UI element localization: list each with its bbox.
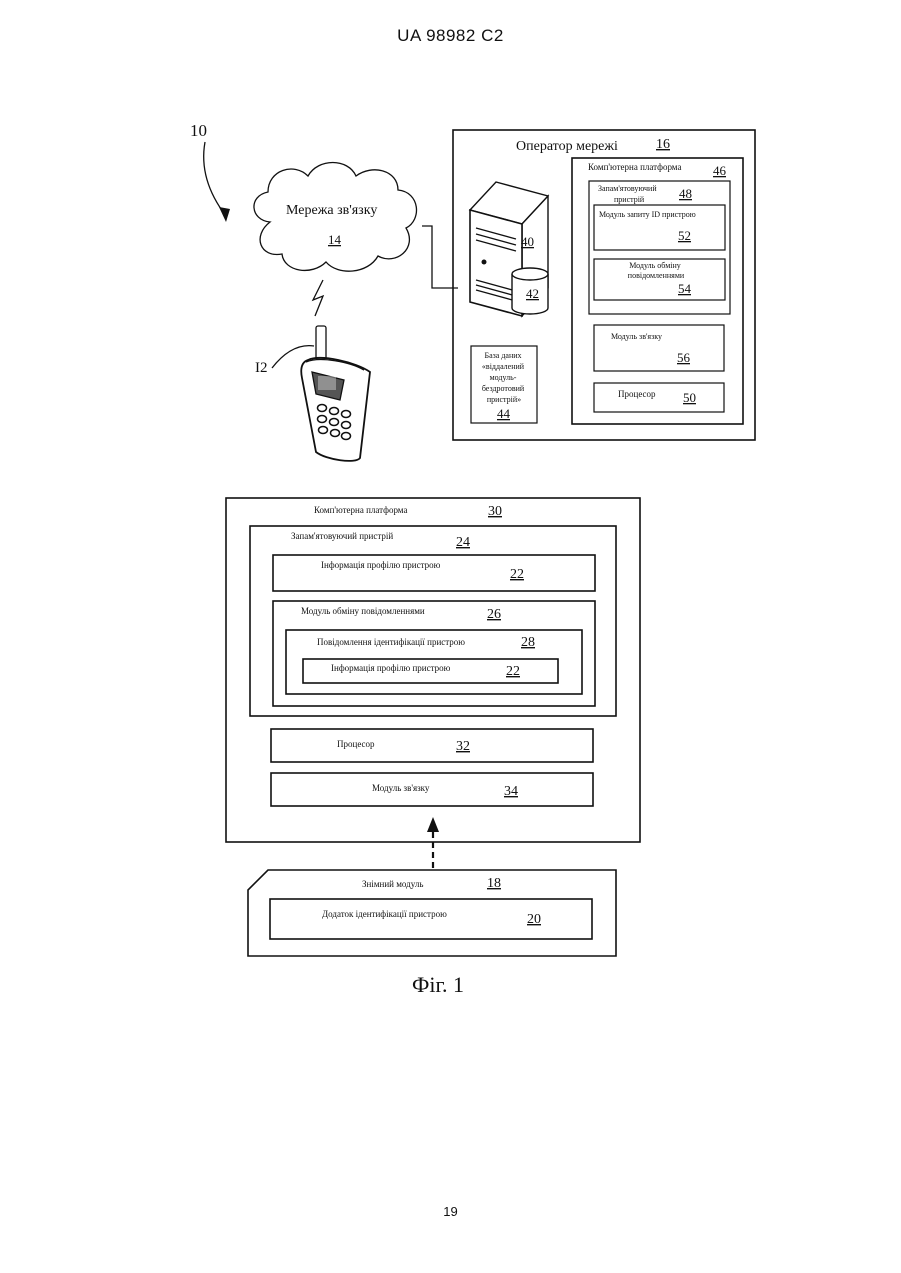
inner-profile-info-ref: 22 bbox=[506, 664, 520, 679]
server-ref: 40 bbox=[521, 234, 534, 249]
figure-caption: Фіг. 1 bbox=[412, 972, 464, 997]
query-module-ref: 52 bbox=[678, 228, 691, 243]
device-messaging-module-label: Модуль обміну повідомленнями bbox=[301, 606, 425, 616]
device-platform-ref: 30 bbox=[488, 504, 502, 519]
operator-processor-label: Процесор bbox=[618, 389, 656, 399]
operator-messaging-module-label: Модуль обміну повідомленнями bbox=[628, 261, 685, 280]
operator-processor-ref: 50 bbox=[683, 390, 696, 405]
device-platform-title: Комп'ютерна платформа bbox=[314, 505, 407, 515]
id-message-label: Повідомлення ідентифікації пристрою bbox=[317, 637, 465, 647]
operator-memory-title: Запам'ятовуючий пристрій bbox=[598, 184, 659, 204]
storage-ref: 42 bbox=[526, 286, 539, 301]
operator-memory-ref: 48 bbox=[679, 186, 692, 201]
device-messaging-module-box bbox=[273, 601, 595, 706]
operator-comm-module-label: Модуль зв'язку bbox=[611, 332, 662, 341]
device-memory-ref: 24 bbox=[456, 535, 470, 550]
device-processor-label: Процесор bbox=[337, 739, 375, 749]
device-memory-title: Запам'ятовуючий пристрій bbox=[291, 531, 393, 541]
operator-platform-title: Комп'ютерна платформа bbox=[588, 162, 681, 172]
removable-module-ref: 18 bbox=[487, 876, 501, 891]
operator-title: Оператор мережі bbox=[516, 139, 618, 154]
device-messaging-module-ref: 26 bbox=[487, 607, 501, 622]
inner-profile-info-label: Інформація профілю пристрою bbox=[331, 663, 451, 673]
database-ref: 44 bbox=[497, 406, 511, 421]
system-ref: 10 bbox=[190, 121, 207, 140]
network-label: Мережа зв'язку bbox=[286, 203, 377, 218]
profile-info-label: Інформація профілю пристрою bbox=[321, 560, 441, 570]
operator-comm-module-ref: 56 bbox=[677, 350, 691, 365]
operator-processor-box bbox=[594, 383, 724, 412]
id-app-box bbox=[270, 899, 592, 939]
removable-module-link-arrowhead bbox=[427, 817, 439, 832]
operator-platform-box bbox=[572, 158, 743, 424]
id-app-label: Додаток ідентифікації пристрою bbox=[322, 909, 447, 919]
device-comm-module-label: Модуль зв'язку bbox=[372, 783, 430, 793]
id-app-ref: 20 bbox=[527, 912, 541, 927]
system-ref-arrow bbox=[204, 142, 226, 216]
query-module-label: Модуль запиту ID пристрою bbox=[599, 210, 696, 219]
system-ref-arrowhead bbox=[219, 207, 230, 222]
wireless-device-ref: I2 bbox=[255, 360, 268, 376]
device-processor-box bbox=[271, 729, 593, 762]
profile-info-ref: 22 bbox=[510, 567, 524, 582]
operator-ref: 16 bbox=[656, 137, 670, 152]
network-ref: 14 bbox=[328, 232, 342, 247]
removable-module-title: Знімний модуль bbox=[362, 879, 423, 889]
operator-memory-box bbox=[589, 181, 730, 314]
database-label: База даних «віддалений модуль- бездротов… bbox=[482, 351, 526, 404]
device-processor-ref: 32 bbox=[456, 739, 470, 754]
operator-messaging-module-ref: 54 bbox=[678, 281, 692, 296]
operator-platform-ref: 46 bbox=[713, 163, 727, 178]
wireless-link-icon bbox=[313, 280, 323, 316]
device-comm-module-ref: 34 bbox=[504, 784, 518, 799]
page-number: 19 bbox=[0, 1204, 901, 1219]
network-cloud: Мережа зв'язку 14 bbox=[254, 163, 417, 272]
device-comm-module-box bbox=[271, 773, 593, 806]
id-message-ref: 28 bbox=[521, 635, 535, 650]
